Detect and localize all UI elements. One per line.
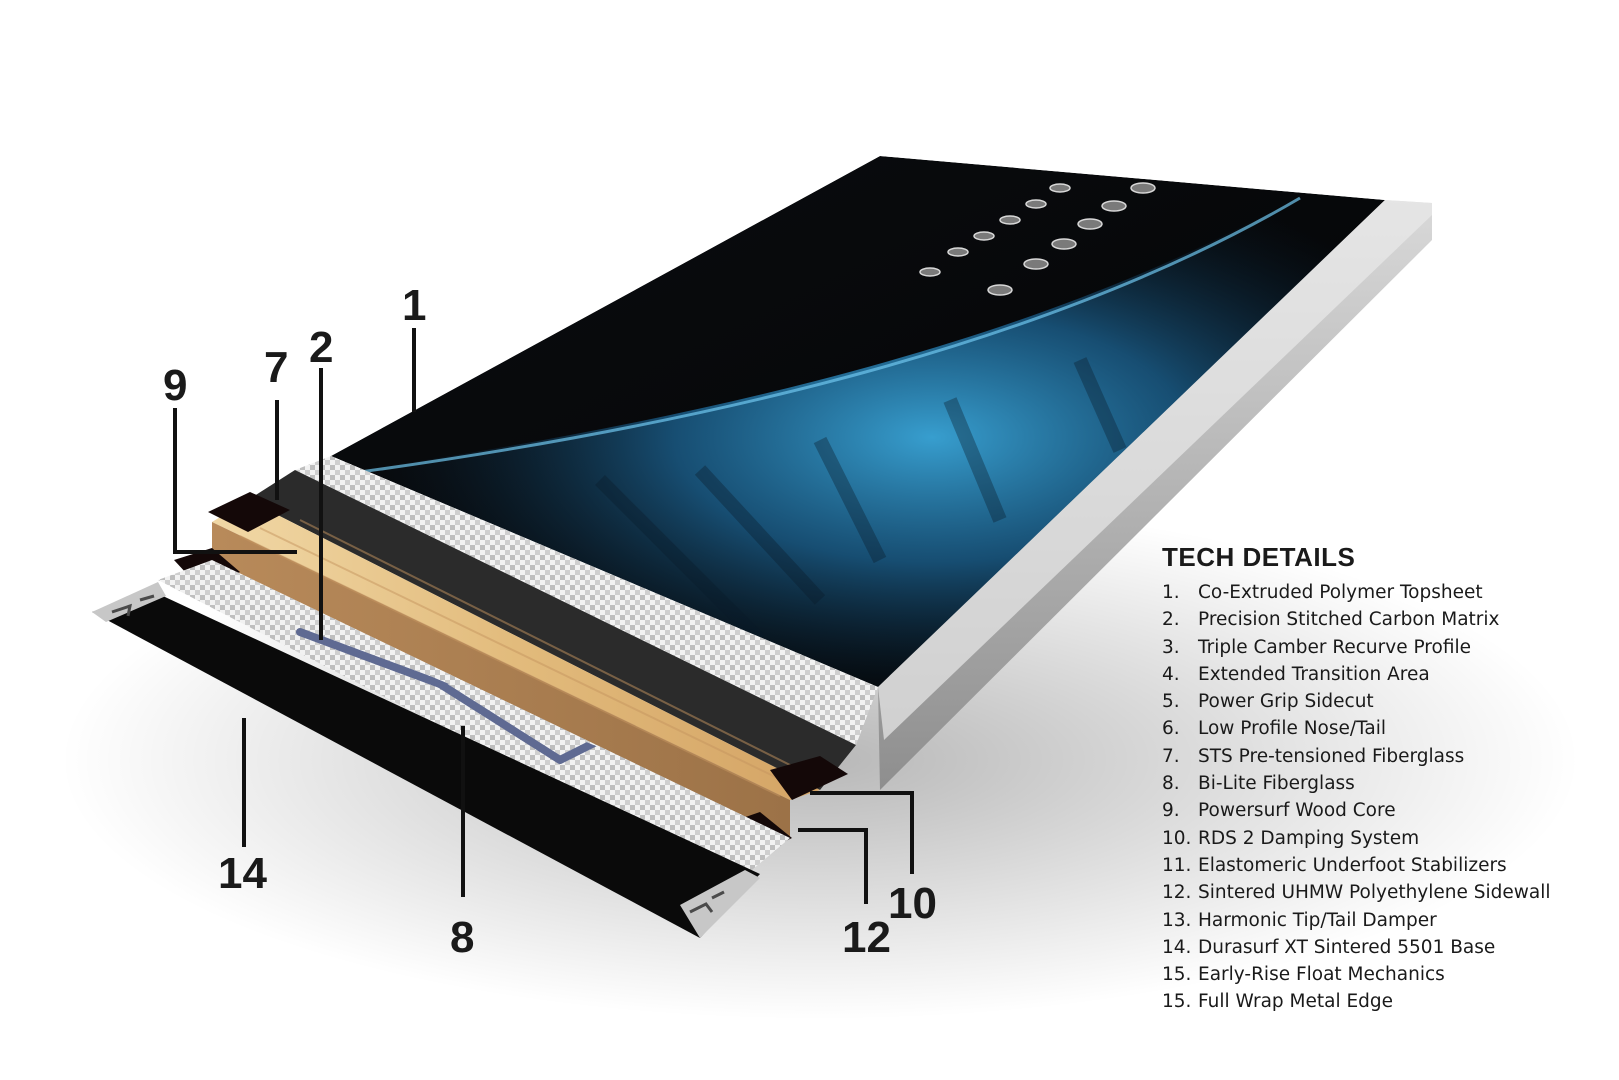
tech-detail-text: Powersurf Wood Core	[1198, 800, 1396, 822]
tech-detail-text: Triple Camber Recurve Profile	[1198, 636, 1472, 658]
tech-detail-text: Harmonic Tip/Tail Damper	[1198, 909, 1437, 931]
tech-detail-number: 1.	[1162, 582, 1180, 603]
tech-detail-text: Co-Extruded Polymer Topsheet	[1198, 582, 1483, 603]
durasurf-base	[92, 590, 760, 938]
tech-detail-number: 15.	[1162, 991, 1192, 1013]
uhmw-sidewall-right	[770, 756, 848, 800]
tech-detail-text: RDS 2 Damping System	[1198, 827, 1420, 849]
leader-9	[173, 408, 297, 554]
tech-detail-text: Low Profile Nose/Tail	[1198, 718, 1386, 740]
callouts: 1 2 7 9 14 8 12 10	[163, 281, 937, 962]
tech-detail-text: Full Wrap Metal Edge	[1198, 991, 1394, 1013]
tech-detail-number: 10.	[1162, 827, 1192, 849]
tech-detail-number: 2.	[1162, 609, 1180, 631]
tech-detail-number: 5.	[1162, 691, 1180, 713]
callout-1: 1	[402, 281, 426, 330]
callout-10: 10	[888, 879, 937, 928]
tech-detail-item: 6. Low Profile Nose/Tail	[1162, 715, 1612, 742]
tech-detail-item: 4. Extended Transition Area	[1162, 661, 1612, 688]
tech-detail-item: 13. Harmonic Tip/Tail Damper	[1162, 907, 1612, 934]
callout-12: 12	[842, 913, 891, 962]
metal-edge-marks	[111, 594, 725, 914]
tech-detail-text: Precision Stitched Carbon Matrix	[1198, 609, 1500, 631]
tech-detail-text: Sintered UHMW Polyethylene Sidewall	[1198, 882, 1551, 904]
tech-detail-item: 14. Durasurf XT Sintered 5501 Base	[1162, 934, 1612, 961]
base-edge-top	[92, 582, 166, 622]
tech-detail-number: 6.	[1162, 718, 1180, 740]
tech-detail-number: 8.	[1162, 773, 1180, 795]
tech-detail-item: 1. Co-Extruded Polymer Topsheet	[1162, 579, 1612, 606]
tech-detail-number: 13.	[1162, 909, 1192, 931]
binding-inserts	[919, 182, 1156, 296]
tech-detail-item: 2. Precision Stitched Carbon Matrix	[1162, 606, 1612, 633]
tech-detail-item: 15. Early-Rise Float Mechanics	[1162, 961, 1612, 988]
wood-core-front	[212, 522, 790, 838]
tech-details-title: TECH DETAILS	[1162, 542, 1356, 572]
tech-detail-item: 9. Powersurf Wood Core	[1162, 797, 1612, 824]
callout-2: 2	[309, 323, 333, 372]
tech-detail-number: 15.	[1162, 964, 1192, 986]
leader-10	[810, 791, 914, 874]
wood-grain	[239, 519, 801, 797]
tech-detail-text: Extended Transition Area	[1198, 663, 1430, 685]
tech-detail-item: 8. Bi-Lite Fiberglass	[1162, 770, 1612, 797]
sidewall-highlight	[878, 200, 1432, 740]
leader-lines	[173, 328, 914, 904]
leader-12	[798, 828, 868, 904]
tech-detail-text: STS Pre-tensioned Fiberglass	[1198, 745, 1465, 767]
tech-detail-item: 3. Triple Camber Recurve Profile	[1162, 634, 1612, 661]
callout-14: 14	[218, 849, 267, 898]
tech-details-list: 1. Co-Extruded Polymer Topsheet 2. Precisio…	[1162, 579, 1612, 1016]
tech-details-panel: TECH DETAILS 1. Co-Extruded Polymer Topsh…	[1162, 542, 1612, 1016]
tech-detail-number: 9.	[1162, 800, 1180, 822]
callout-7: 7	[264, 343, 288, 392]
tech-detail-item: 11. Elastomeric Underfoot Stabilizers	[1162, 852, 1612, 879]
tech-detail-number: 7.	[1162, 745, 1180, 767]
tech-detail-number: 12.	[1162, 882, 1192, 904]
callout-8: 8	[450, 913, 474, 962]
tech-detail-text: Bi-Lite Fiberglass	[1198, 773, 1355, 795]
tech-detail-item: 12. Sintered UHMW Polyethylene Sidewall	[1162, 879, 1612, 906]
tech-detail-number: 14.	[1162, 936, 1192, 958]
uhmw-sidewall-left	[208, 492, 290, 532]
tech-detail-item: 10. RDS 2 Damping System	[1162, 825, 1612, 852]
tech-detail-text: Durasurf XT Sintered 5501 Base	[1198, 936, 1496, 958]
tech-detail-item: 7. STS Pre-tensioned Fiberglass	[1162, 743, 1612, 770]
tech-detail-number: 4.	[1162, 663, 1180, 685]
tech-detail-text: Elastomeric Underfoot Stabilizers	[1198, 854, 1507, 876]
dark-layer-strip	[248, 470, 856, 790]
tech-detail-number: 11.	[1162, 854, 1192, 876]
tech-detail-item: 5. Power Grip Sidecut	[1162, 688, 1612, 715]
tech-detail-number: 3.	[1162, 636, 1180, 658]
callout-9: 9	[163, 361, 187, 410]
sts-fiberglass-band	[295, 456, 878, 745]
tech-detail-text: Power Grip Sidecut	[1198, 691, 1374, 713]
tech-detail-item: 15. Full Wrap Metal Edge	[1162, 988, 1612, 1015]
base-edge-bottom	[680, 870, 760, 938]
tech-detail-text: Early-Rise Float Mechanics	[1198, 964, 1445, 986]
